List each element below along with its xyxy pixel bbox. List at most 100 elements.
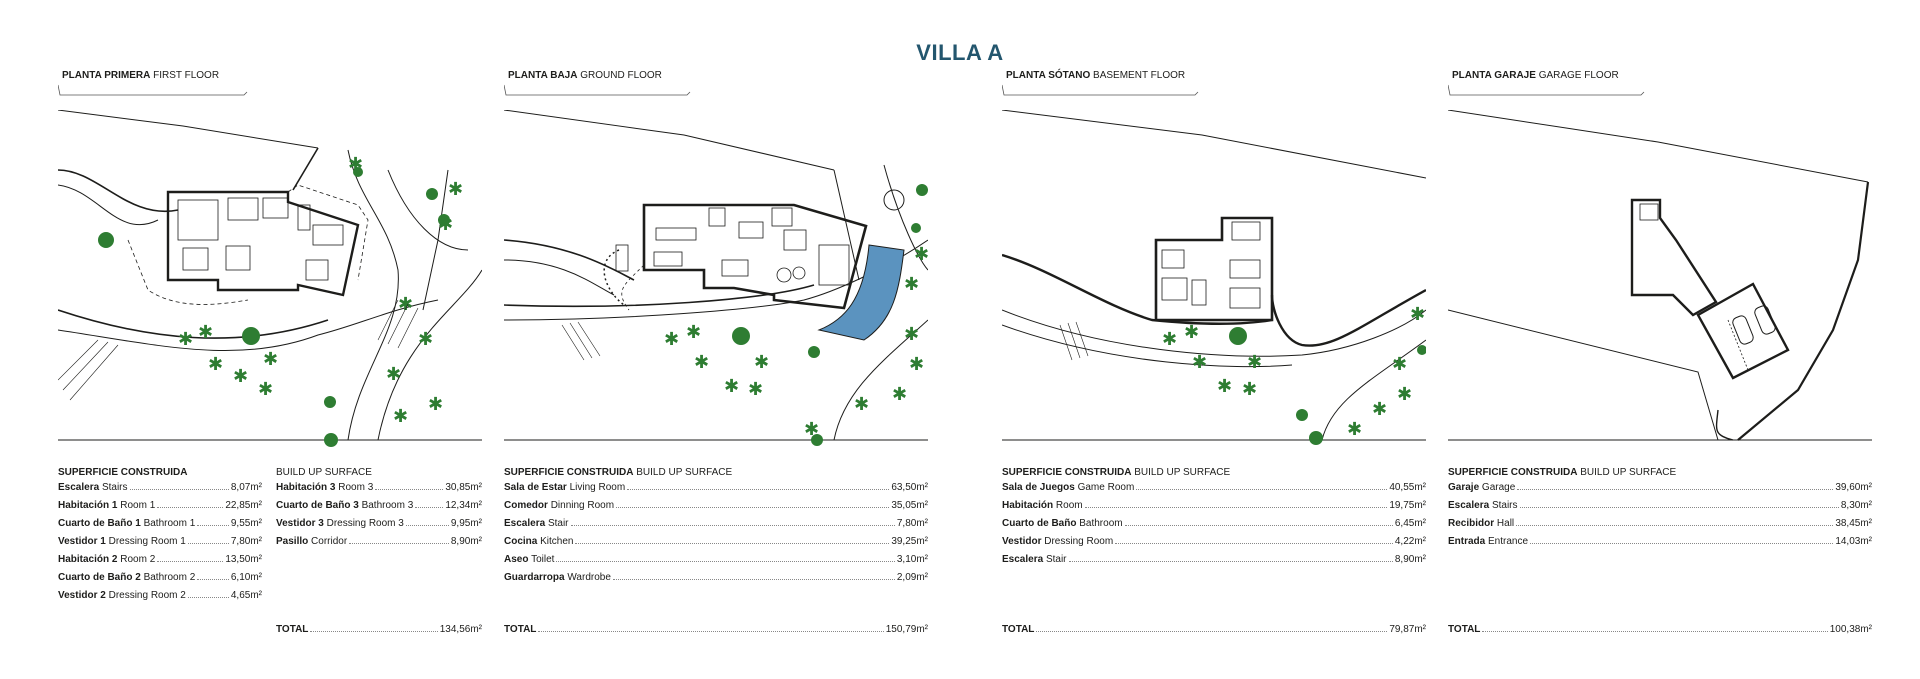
svg-text:✱: ✱ (178, 329, 193, 350)
floor-label-en: FIRST FLOOR (153, 70, 220, 81)
basement-floor-column: PLANTA SÓTANO BASEMENT FLOOR ✱ ✱ ✱ (1002, 70, 1426, 670)
svg-text:✱: ✱ (393, 406, 408, 427)
svg-text:✱: ✱ (208, 354, 223, 375)
svg-text:✱: ✱ (904, 274, 919, 295)
svg-text:✱: ✱ (1372, 399, 1387, 420)
floor-heading: PLANTA SÓTANO BASEMENT FLOOR (1006, 70, 1185, 81)
svg-text:✱: ✱ (909, 354, 924, 375)
svg-text:✱: ✱ (1192, 352, 1207, 373)
svg-text:✱: ✱ (1217, 376, 1232, 397)
svg-text:✱: ✱ (198, 322, 213, 343)
svg-text:✱: ✱ (804, 419, 819, 440)
floor-heading: PLANTA PRIMERA FIRST FLOOR (62, 70, 219, 81)
svg-text:✱: ✱ (892, 384, 907, 405)
svg-text:✱: ✱ (438, 214, 453, 235)
ground-floor-column: PLANTA BAJA GROUND FLOOR (504, 70, 928, 670)
floor-label-es: PLANTA SÓTANO (1006, 70, 1091, 81)
floor-label-es: PLANTA GARAJE (1452, 70, 1536, 81)
svg-text:✱: ✱ (914, 244, 928, 265)
surface-title-en: BUILD UP SURFACE (276, 467, 372, 478)
svg-text:✱: ✱ (1347, 419, 1362, 440)
surface-title-en: BUILD UP SURFACE (1134, 467, 1231, 478)
garage-floor-column: PLANTA GARAJE GARAGE FLOOR SUPERFICIE CO… (1448, 70, 1872, 670)
surface-title-es: SUPERFICIE CONSTRUIDA (1448, 467, 1578, 478)
svg-text:✱: ✱ (233, 366, 248, 387)
heading-underline (504, 84, 691, 96)
svg-text:✱: ✱ (1397, 384, 1412, 405)
svg-text:✱: ✱ (386, 364, 401, 385)
floor-label-en: GROUND FLOOR (580, 70, 662, 81)
surface-title-es: SUPERFICIE CONSTRUIDA (504, 467, 634, 478)
heading-underline (1448, 84, 1645, 96)
surface-title-en: BUILD UP SURFACE (636, 467, 733, 478)
pool (817, 244, 905, 341)
svg-text:✱: ✱ (398, 294, 413, 315)
surface-table: SUPERFICIE CONSTRUIDA BUILD UP SURFACE S… (1002, 467, 1426, 572)
floor-heading: PLANTA BAJA GROUND FLOOR (508, 70, 662, 81)
svg-text:✱: ✱ (748, 379, 763, 400)
first-floor-column: PLANTA PRIMERA FIRST FLOOR (58, 70, 482, 670)
svg-text:✱: ✱ (1247, 352, 1262, 373)
svg-text:✱: ✱ (428, 394, 443, 415)
ground-floor-plan: ✱✱✱ ✱✱✱ ✱✱✱ ✱✱✱ ✱ (504, 110, 928, 446)
svg-text:✱: ✱ (418, 329, 433, 350)
page-title: VILLA A (916, 40, 1004, 65)
svg-text:✱: ✱ (854, 394, 869, 415)
heading-underline (1002, 84, 1199, 96)
floor-label-es: PLANTA PRIMERA (62, 70, 151, 81)
car-icon (1732, 315, 1754, 345)
surface-table: SUPERFICIE CONSTRUIDA BUILD UP SURFACE G… (1448, 467, 1872, 554)
floor-label-es: PLANTA BAJA (508, 70, 578, 81)
svg-text:✱: ✱ (448, 179, 463, 200)
svg-text:✱: ✱ (348, 154, 363, 175)
floor-label-en: BASEMENT FLOOR (1093, 70, 1186, 81)
surface-table: SUPERFICIE CONSTRUIDA BUILD UP SURFACE S… (504, 467, 928, 590)
svg-text:✱: ✱ (263, 349, 278, 370)
svg-text:✱: ✱ (1392, 354, 1407, 375)
car-icon (1754, 305, 1776, 335)
svg-text:✱: ✱ (904, 324, 919, 345)
surface-title-es: SUPERFICIE CONSTRUIDA (58, 467, 188, 478)
svg-text:✱: ✱ (694, 352, 709, 373)
svg-text:✱: ✱ (664, 329, 679, 350)
heading-underline (58, 84, 248, 96)
floor-heading: PLANTA GARAJE GARAGE FLOOR (1452, 70, 1619, 81)
svg-text:✱: ✱ (754, 352, 769, 373)
svg-text:✱: ✱ (724, 376, 739, 397)
svg-text:✱: ✱ (1162, 329, 1177, 350)
svg-text:✱: ✱ (1184, 322, 1199, 343)
surface-title-en: BUILD UP SURFACE (1580, 467, 1677, 478)
surface-title-es: SUPERFICIE CONSTRUIDA (1002, 467, 1132, 478)
svg-text:✱: ✱ (258, 379, 273, 400)
first-floor-plan: ✱✱✱ ✱✱✱ ✱✱✱ ✱✱✱ ✱✱ (58, 110, 482, 447)
